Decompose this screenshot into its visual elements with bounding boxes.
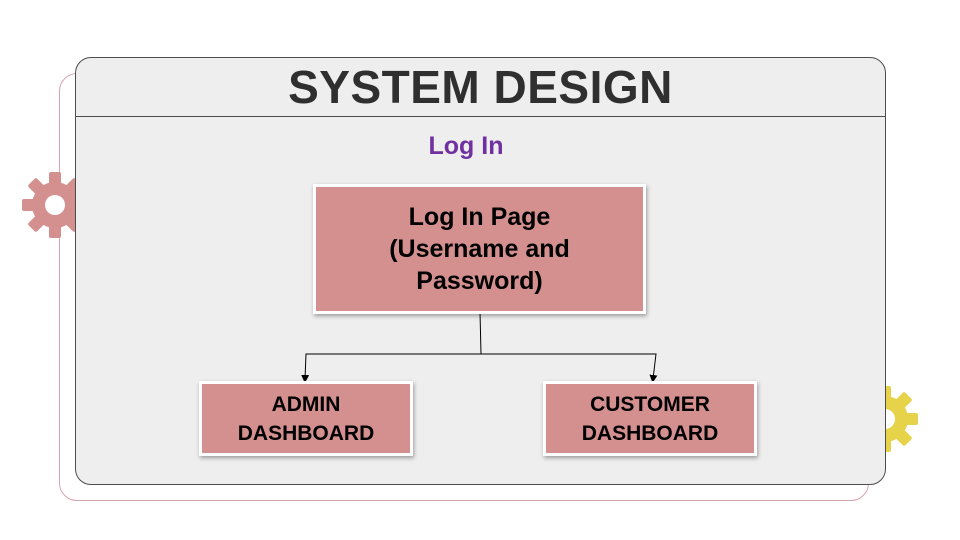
connector-customer [481,353,658,383]
connector-trunk [479,311,482,355]
title-band: SYSTEM DESIGN [76,58,885,117]
connector-admin [301,353,481,383]
admin-dashboard-node: ADMIN DASHBOARD [199,381,413,456]
customer-dashboard-node: CUSTOMER DASHBOARD [543,381,757,456]
connector-lines [301,311,658,383]
page-title: SYSTEM DESIGN [288,61,673,113]
content-card: SYSTEM DESIGN Log In Log In Page (Userna… [75,57,886,485]
login-page-node: Log In Page (Username and Password) [313,184,646,314]
section-label: Log In [428,132,504,160]
